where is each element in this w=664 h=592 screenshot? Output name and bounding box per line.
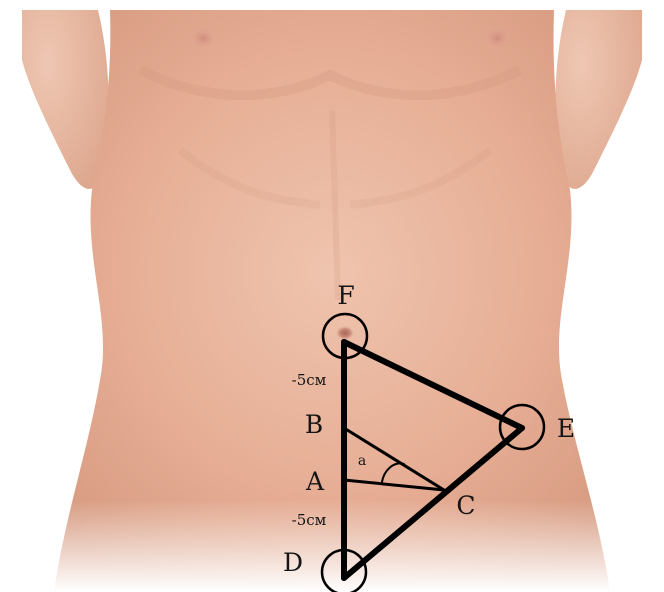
left-arm [22, 10, 109, 189]
point-label-A: A [305, 467, 325, 496]
left-nipple [189, 26, 217, 50]
navel [336, 326, 354, 340]
right-nipple [483, 26, 511, 50]
angle-label: a [358, 453, 366, 469]
distance-label-lower: -5см [292, 511, 327, 529]
right-arm [555, 10, 642, 189]
bottom-fade [0, 500, 664, 592]
distance-label-upper: -5см [292, 371, 327, 389]
point-label-C: C [456, 491, 475, 520]
point-label-E: E [557, 414, 575, 443]
point-label-D: D [283, 548, 303, 577]
point-label-F: F [337, 281, 354, 310]
torso-illustration [0, 10, 664, 592]
point-label-B: B [305, 410, 323, 439]
